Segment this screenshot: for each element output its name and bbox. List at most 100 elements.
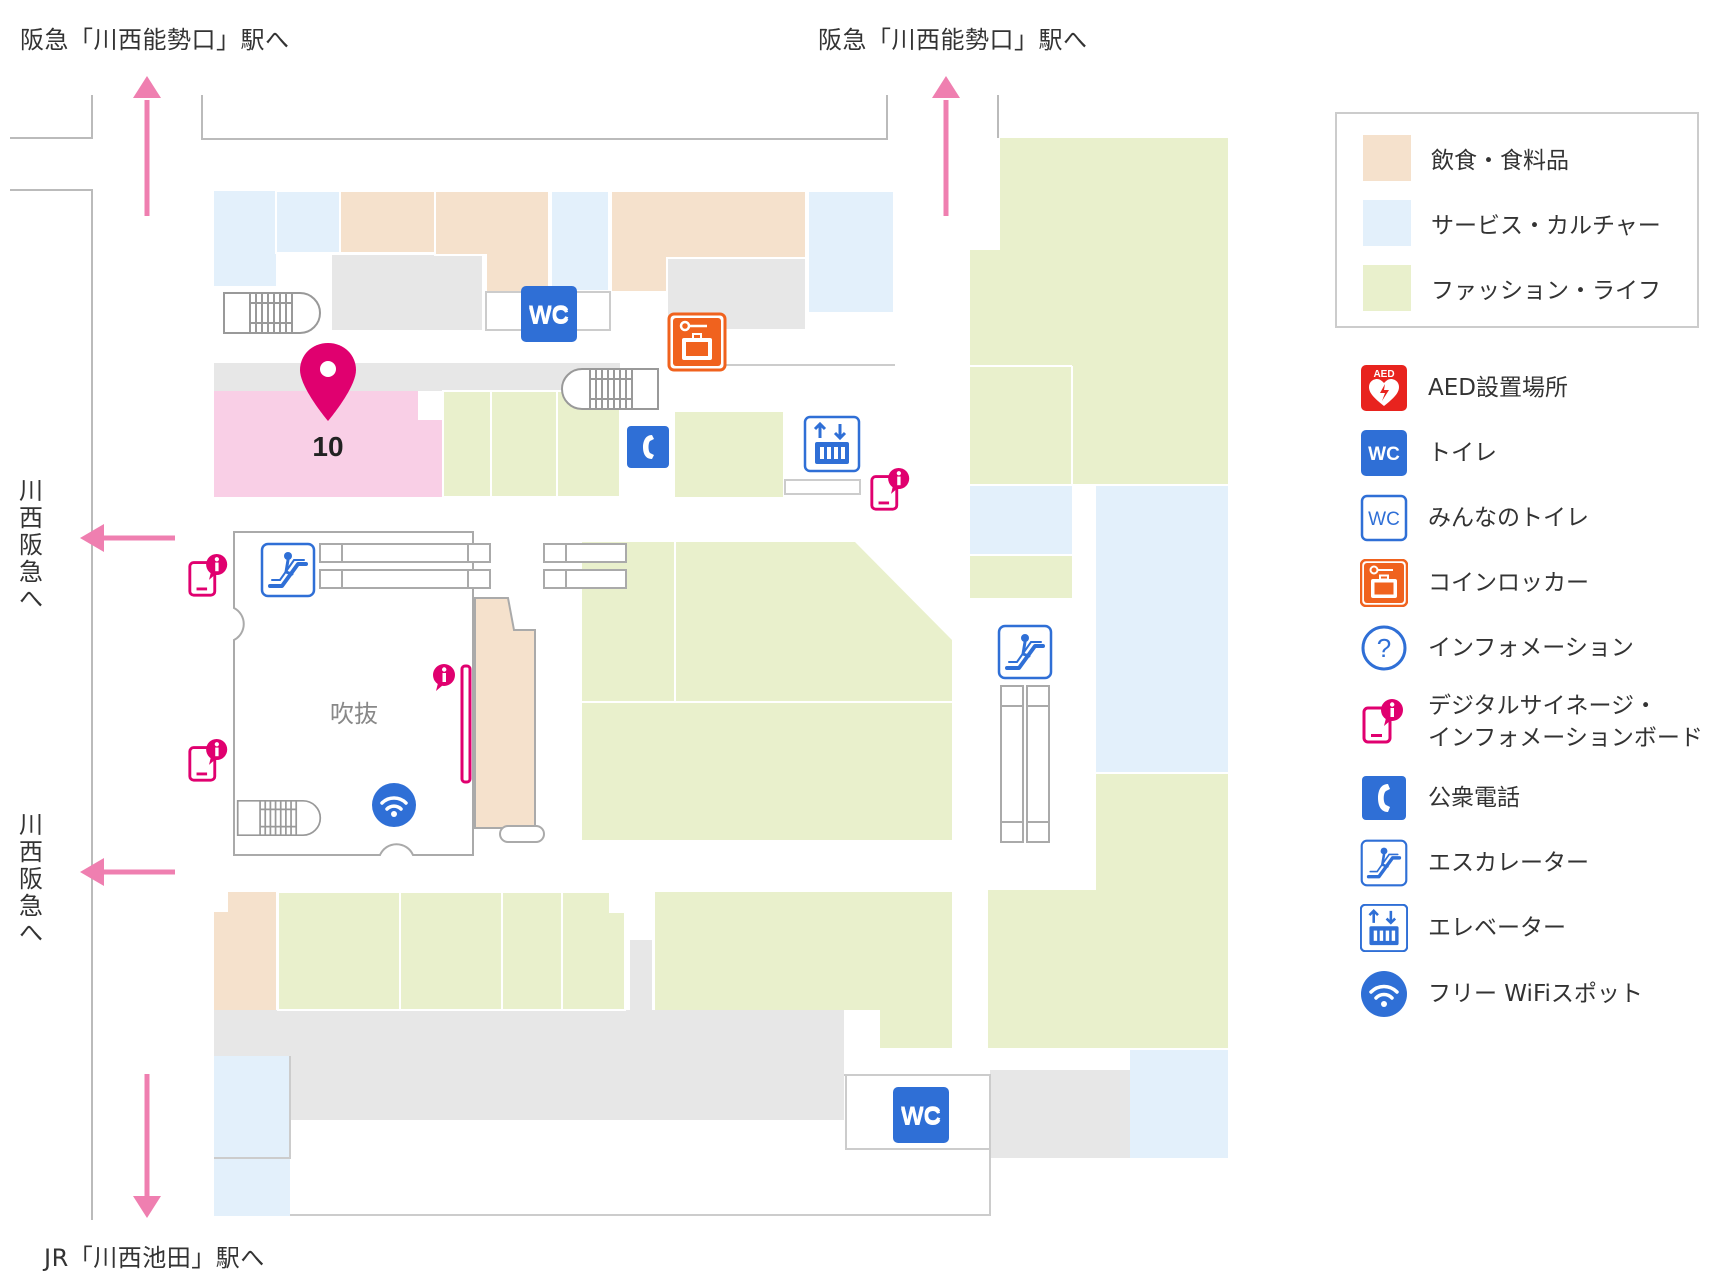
legend-item-information: ? インフォメーション bbox=[1360, 624, 1634, 672]
atrium-label: 吹抜 bbox=[330, 701, 378, 728]
legend-label: フリー WiFiスポット bbox=[1428, 981, 1643, 1007]
shop-food bbox=[474, 597, 536, 829]
shop-service bbox=[275, 190, 341, 254]
shop-service bbox=[214, 191, 276, 286]
information-icon: ? bbox=[1360, 624, 1408, 672]
shop-service bbox=[970, 486, 1072, 554]
svg-text:WC: WC bbox=[901, 1102, 941, 1129]
shop-service bbox=[807, 190, 895, 314]
digital-signage-icon bbox=[870, 467, 911, 511]
shop-fashion bbox=[970, 138, 1228, 484]
coin-locker-icon bbox=[667, 312, 727, 372]
legend-label: トイレ bbox=[1428, 440, 1497, 466]
stairs bbox=[560, 367, 660, 411]
shop-fashion bbox=[501, 891, 563, 1011]
legend-item-multipurpose-wc: WC みんなのトイレ bbox=[1360, 494, 1589, 542]
multipurpose-wc-icon: WC bbox=[1360, 494, 1408, 542]
legend-label: 公衆電話 bbox=[1428, 785, 1520, 811]
signage-board bbox=[460, 664, 472, 784]
svg-text:WC: WC bbox=[1368, 444, 1400, 465]
legend-categories: 飲食・食料品 サービス・カルチャー ファッション・ライフ bbox=[1335, 112, 1699, 328]
legend-item-wifi: フリー WiFiスポット bbox=[1360, 970, 1643, 1018]
legend-label: コインロッカー bbox=[1428, 570, 1589, 596]
legend-label-line1: デジタルサイネージ・ bbox=[1428, 693, 1658, 719]
legend-item-food: 飲食・食料品 bbox=[1363, 135, 1569, 181]
direction-arrows bbox=[80, 76, 960, 1218]
wc-icon: WC bbox=[1360, 429, 1408, 477]
shop-food bbox=[214, 892, 276, 1010]
escalator-icon bbox=[1360, 839, 1408, 887]
shop-fashion bbox=[970, 556, 1072, 598]
shop-food bbox=[339, 190, 436, 254]
elevator-icon bbox=[1360, 904, 1408, 952]
wifi-icon bbox=[1360, 970, 1408, 1018]
legend-item-digital-signage: デジタルサイネージ・インフォメーションボード bbox=[1360, 690, 1703, 754]
legend-label: デジタルサイネージ・インフォメーションボード bbox=[1428, 690, 1703, 754]
wifi-icon bbox=[372, 783, 416, 827]
public-phone-icon bbox=[627, 426, 669, 468]
shop-fashion bbox=[561, 891, 626, 1011]
svg-text:WC: WC bbox=[1368, 509, 1400, 530]
corridor-blocks bbox=[214, 255, 1225, 1158]
shops-top-row bbox=[214, 190, 895, 331]
direction-label-left-upper: 川西阪急へ bbox=[19, 477, 43, 613]
legend-label: エスカレーター bbox=[1428, 850, 1589, 876]
legend-label: みんなのトイレ bbox=[1428, 505, 1589, 531]
shop-service bbox=[550, 190, 610, 292]
shop-service bbox=[1130, 1050, 1228, 1158]
fashion-swatch bbox=[1363, 265, 1411, 311]
shop-fashion bbox=[675, 412, 783, 497]
svg-text:AED: AED bbox=[1373, 369, 1394, 380]
shop-fashion bbox=[655, 892, 952, 1048]
shop-fashion bbox=[399, 891, 503, 1011]
stairs bbox=[222, 291, 322, 335]
stairs bbox=[236, 799, 322, 837]
coin-locker-icon bbox=[1360, 559, 1408, 607]
wc-icon: WC bbox=[893, 1087, 949, 1143]
legend-label: サービス・カルチャー bbox=[1431, 213, 1661, 239]
escalator-right bbox=[1000, 685, 1050, 843]
digital-signage-icon bbox=[433, 664, 455, 691]
food-swatch bbox=[1363, 135, 1411, 181]
digital-signage-icon bbox=[1360, 698, 1408, 746]
shop-highlight-10 bbox=[214, 391, 443, 497]
legend-label: AED設置場所 bbox=[1428, 375, 1568, 401]
legend-item-wc: WC トイレ bbox=[1360, 429, 1497, 477]
legend-label: 飲食・食料品 bbox=[1431, 148, 1569, 174]
legend-label-line2: インフォメーションボード bbox=[1428, 725, 1703, 751]
location-pin-icon[interactable] bbox=[300, 343, 356, 421]
legend-label: エレベーター bbox=[1428, 915, 1566, 941]
direction-label-top-right: 阪急「川西能勢口」駅へ bbox=[818, 26, 1088, 54]
digital-signage-icon bbox=[188, 738, 229, 782]
shop-fashion bbox=[490, 390, 558, 498]
direction-label-bottom: JR「川西池田」駅へ bbox=[44, 1244, 265, 1272]
store-number: 10 bbox=[312, 431, 343, 462]
legend-item-escalator: エスカレーター bbox=[1360, 839, 1589, 887]
wc-icon: WC bbox=[521, 286, 577, 342]
legend-item-coin-locker: コインロッカー bbox=[1360, 559, 1589, 607]
shop-fashion bbox=[582, 542, 952, 840]
digital-signage-icon bbox=[188, 553, 229, 597]
legend-label: インフォメーション bbox=[1428, 635, 1634, 661]
svg-text:?: ? bbox=[1377, 633, 1391, 663]
legend-item-fashion: ファッション・ライフ bbox=[1363, 265, 1661, 311]
escalator-icon bbox=[260, 542, 316, 598]
shop-fashion bbox=[277, 891, 401, 1011]
public-phone-icon bbox=[1360, 774, 1408, 822]
shop-fashion bbox=[442, 390, 492, 498]
service-swatch bbox=[1363, 200, 1411, 246]
shop-service bbox=[214, 1056, 290, 1216]
elevator-icon bbox=[803, 415, 861, 473]
shops-second-row bbox=[214, 364, 895, 498]
shop-service bbox=[1096, 486, 1228, 772]
direction-label-top-left: 阪急「川西能勢口」駅へ bbox=[20, 26, 290, 54]
escalator-icon bbox=[997, 624, 1053, 680]
shop-fashion bbox=[988, 774, 1228, 1048]
direction-label-left-lower: 川西阪急へ bbox=[19, 811, 43, 947]
atrium: 吹抜 bbox=[233, 531, 627, 856]
legend-item-elevator: エレベーター bbox=[1360, 904, 1566, 952]
legend-item-aed: AED AED設置場所 bbox=[1360, 364, 1568, 412]
shops-right-area bbox=[970, 138, 1228, 1158]
legend-label: ファッション・ライフ bbox=[1431, 278, 1661, 304]
